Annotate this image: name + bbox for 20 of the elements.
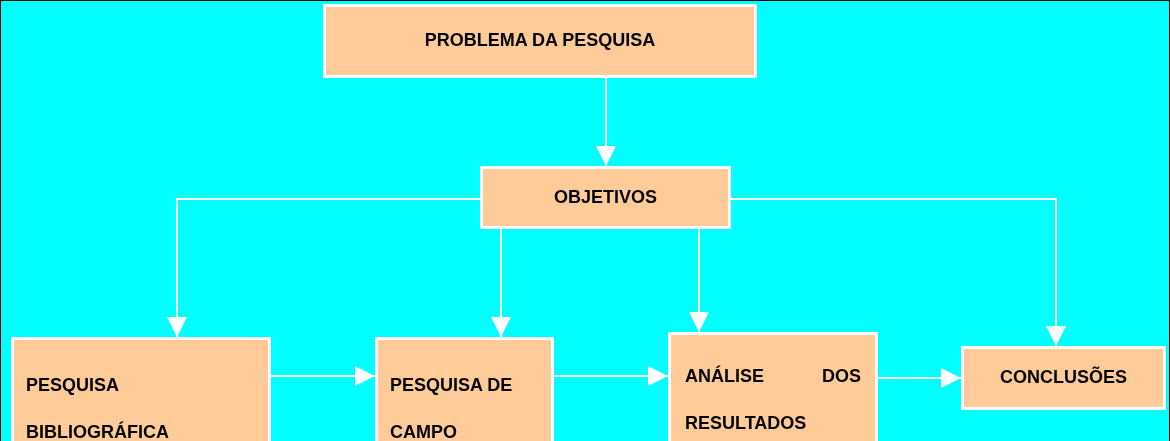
- process-box: [961, 346, 1166, 410]
- process-box: [480, 166, 731, 229]
- process-box: [323, 4, 757, 78]
- box-label: PROBLEMA DA PESQUISA: [424, 30, 656, 52]
- process-box: [668, 332, 878, 441]
- process-box: [11, 337, 271, 441]
- box-label: PESQUISA DE CAMPO: [390, 374, 514, 441]
- box-label: PESQUISA BIBLIOGRÁFICA: [26, 374, 170, 441]
- arrow: [491, 228, 511, 338]
- arrow: [553, 366, 669, 386]
- box-label: OBJETIVOS: [554, 186, 657, 209]
- arrow: [167, 198, 481, 338]
- arrow: [689, 228, 709, 333]
- process-box: [375, 337, 554, 441]
- arrow: [596, 77, 616, 167]
- arrow: [270, 366, 376, 386]
- box-label: ANÁLISE DOS RESULTADOS: [685, 364, 861, 435]
- arrow: [730, 198, 1066, 347]
- arrow: [877, 368, 962, 388]
- box-label: CONCLUSÕES: [1000, 367, 1127, 389]
